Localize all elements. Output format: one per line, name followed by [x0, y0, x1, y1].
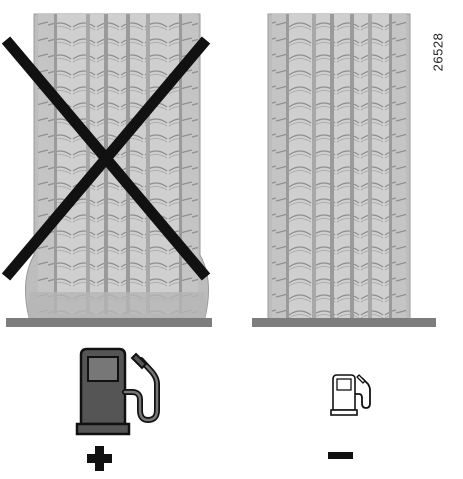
ground-line-right — [252, 318, 436, 327]
fuel-pump-large-icon — [75, 347, 160, 436]
ground-line-left — [6, 318, 212, 327]
fuel-pump-small-icon — [330, 374, 371, 416]
properly-inflated-tire — [267, 13, 411, 321]
minus-icon — [328, 452, 353, 459]
reference-code: 26528 — [430, 32, 446, 72]
cross-mark-icon — [1, 36, 211, 281]
plus-icon — [87, 446, 112, 471]
